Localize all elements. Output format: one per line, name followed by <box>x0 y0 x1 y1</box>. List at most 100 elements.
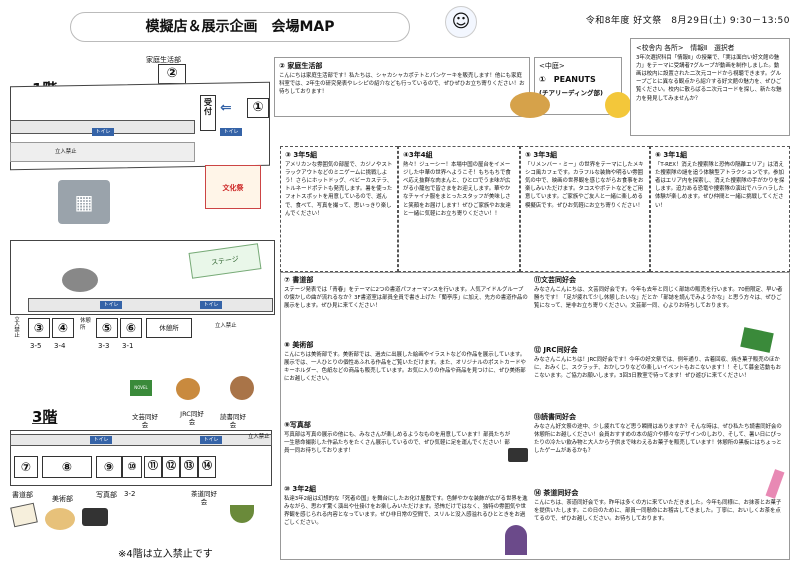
section-8-block: ⑧ 美術部 こんにちは美術部です。美術部では、過去に出展した絵画やイラストなどの… <box>284 340 528 383</box>
section-7-body: ステージ発表では「青春」をテーマに2つの書道パフォーマンスを行います。人気アイド… <box>284 287 528 310</box>
jrc-label: JRC同好会 <box>180 410 204 427</box>
section-2-body: こんにちは家庭生活部です！私たちは、シャカシャカポテトとパンケーキを販売します！… <box>279 73 525 96</box>
novel-book-icon: NOVEL <box>130 380 152 396</box>
f2-lounge-small: 休憩所 <box>80 318 91 332</box>
room-13[interactable]: ⑬ <box>180 456 198 478</box>
section-14-heading: ⑭ 茶道同好会 <box>534 489 579 497</box>
section-13-body: みなさん好文祭の途中、少し疲れてなど思う瞬間はありますか？そんな時は、ぜひ私たち… <box>534 424 782 455</box>
room-3-class: 3-5 <box>30 342 42 350</box>
reception[interactable]: 受付 <box>200 95 216 131</box>
room-7[interactable]: ⑦ <box>14 456 38 478</box>
section-13-block: ⑬読書同好会 みなさん好文祭の途中、少し疲れてなど思う瞬間はありますか？そんな時… <box>534 412 786 455</box>
section-5-heading: ⑤ 3年3組 <box>525 151 558 159</box>
courtyard-heading: <中庭> <box>539 62 565 70</box>
f1-toilet-2: トイレ <box>220 128 242 136</box>
section-12-body: みなさんこんにちは！JRC同好会です！今年の好文祭では、例年通り、古着回収、焼き… <box>534 357 781 380</box>
teddy-bear-icon <box>230 376 254 400</box>
section-11-block: ⑪文芸同好会 みなさんこんにちは、文芸同好会です。今年も去年と同じく部誌の販売を… <box>534 275 786 310</box>
section-10-block: ⑩ 3年2組 私達3年2組は幻想的な「死者の国」を舞台にしたお化け屋敷です。色鮮… <box>284 484 528 527</box>
room-2[interactable]: ② <box>158 64 186 84</box>
peanuts-sub: (チアリーディング部) <box>539 89 603 97</box>
section-4-body: 熱々！ジューシー！本場中国の屋台をイメージした中華の世界へようこそ！もちもちで食… <box>403 162 511 217</box>
section-10-heading: ⑩ 3年2組 <box>284 485 317 493</box>
room-5-class: 3-3 <box>98 342 110 350</box>
pancake-icon <box>510 92 550 118</box>
stairs-icon: ▦ <box>58 180 110 224</box>
room-4-class: 3-4 <box>54 342 66 350</box>
section-5-card: ⑤ 3年3組 「リメンバー・ミー」の世界をテーマにしたメキシコ風カフェです。カラ… <box>520 146 650 272</box>
paint-palette-icon <box>45 508 75 530</box>
floor-3-label: 3階 <box>32 408 58 426</box>
room-3-2-label: 3-2 <box>124 490 136 498</box>
room-11[interactable]: ⑪ <box>144 456 162 478</box>
floor-3-hall <box>10 434 272 446</box>
tea-bowl-icon <box>230 505 254 523</box>
ghost-icon <box>505 525 527 555</box>
section-4-card: ④3年4組 熱々！ジューシー！本場中国の屋台をイメージした中華の世界へようこそ！… <box>398 146 520 272</box>
section-12-heading: ⑫ JRC同好会 <box>534 346 578 354</box>
bungei-label: 文芸同好会 <box>132 413 158 430</box>
club-info-body: 3年次選択科目「情報Ⅱ」の授業で、「実は面白い好文館の魅力」をテーマに受講者7グ… <box>636 55 782 102</box>
section-14-block: ⑭ 茶道同好会 こんにちは、茶道同好会です。昨年は多くの方に来ていただきました。… <box>534 488 786 523</box>
room-14[interactable]: ⑭ <box>198 456 216 478</box>
f2-lounge[interactable]: 休憩所 <box>146 318 192 338</box>
club-info-card: <校舎内 各所> 情報Ⅱ 選択者 3年次選択科目「情報Ⅱ」の授業で、「実は面白い… <box>630 38 790 136</box>
sado-label: 茶道同好会 <box>191 490 217 507</box>
cookies-icon <box>176 378 200 400</box>
section-7-heading: ⑦ 書道部 <box>284 276 314 284</box>
section-2-card: ② 家庭生活部 こんにちは家庭生活部です！私たちは、シャカシャカポテトとパンケー… <box>274 57 530 117</box>
section-13-heading: ⑬読書同好会 <box>534 413 576 421</box>
section-6-body: 「T-REX！消えた捜索隊と恐怖の隔離エリア」は消えた捜索隊の謎を追う体験型アト… <box>655 162 785 209</box>
shashin-label: 写真部 <box>96 491 117 499</box>
f3-no-entry: 立入禁止 <box>248 434 270 440</box>
dokusho-label: 読書同好会 <box>220 413 246 430</box>
page-title: 模擬店＆展示企画 会場MAP <box>70 12 410 42</box>
bijutsu-label: 美術部 <box>52 495 73 503</box>
calligraphy-icon <box>10 502 38 528</box>
room-6[interactable]: ⑥ <box>120 318 142 338</box>
section-2-heading: ② 家庭生活部 <box>279 62 323 70</box>
room-9[interactable]: ⑨ <box>96 456 122 478</box>
kasei-room-label: 家庭生活部 <box>146 56 181 64</box>
section-9-heading: ⑨写真部 <box>284 421 311 429</box>
courtyard-marker-1[interactable]: ① <box>247 98 269 118</box>
section-12-block: ⑫ JRC同好会 みなさんこんにちは！JRC同好会です！今年の好文祭では、例年通… <box>534 345 786 380</box>
fair-poster-icon: 文化祭 <box>205 165 261 209</box>
section-3-body: アメリカンな雰囲気の部屋で、カジノやストラックアウトなどのミニゲームに挑戦しよう… <box>285 162 393 217</box>
section-8-body: こんにちは美術部です。美術部では、過去に出展した絵画やイラストなどの作品を展示し… <box>284 352 526 383</box>
floor-4-note: ※4階は立入禁止です <box>118 549 213 560</box>
room-10[interactable]: ⑩ <box>122 456 142 478</box>
section-8-heading: ⑧ 美術部 <box>284 341 314 349</box>
camera-icon <box>82 508 108 526</box>
turtle-icon <box>62 268 98 292</box>
arrow-icon: ⇐ <box>220 100 232 116</box>
section-6-heading: ⑥ 3年1組 <box>655 151 688 159</box>
f1-no-entry: 立入禁止 <box>55 149 77 155</box>
section-7-block: ⑦ 書道部 ステージ発表では「青春」をテーマに2つの書道パフォーマンスを行います… <box>284 275 528 310</box>
camera-small-icon <box>508 448 528 462</box>
floor-1-lower-hall <box>10 142 195 162</box>
section-5-body: 「リメンバー・ミー」の世界をテーマにしたメキシコ風カフェです。カラフルな装飾や明… <box>525 162 644 209</box>
room-5[interactable]: ⑤ <box>96 318 118 338</box>
room-4[interactable]: ④ <box>52 318 74 338</box>
f2-no-entry-left: 立入禁止 <box>13 316 20 338</box>
section-11-body: みなさんこんにちは、文芸同好会です。今年も去年と同じく部誌の販売を行います。70… <box>534 287 783 310</box>
section-4-heading: ④3年4組 <box>403 151 433 159</box>
section-11-heading: ⑪文芸同好会 <box>534 276 576 284</box>
f3-toilet-1: トイレ <box>90 436 112 444</box>
room-3[interactable]: ③ <box>28 318 50 338</box>
section-6-card: ⑥ 3年1組 「T-REX！消えた捜索隊と恐怖の隔離エリア」は消えた捜索隊の謎を… <box>650 146 790 272</box>
club-info-heading: <校舎内 各所> 情報Ⅱ 選択者 <box>636 44 735 52</box>
room-8[interactable]: ⑧ <box>42 456 92 478</box>
peanuts-title: ① PEANUTS <box>539 75 596 84</box>
mascot-icon: ☺ <box>445 6 477 38</box>
f3-toilet-2: トイレ <box>200 436 222 444</box>
section-3-heading: ③ 3年5組 <box>285 151 318 159</box>
f2-toilet-1: トイレ <box>100 301 122 309</box>
bottom-panel <box>280 272 790 560</box>
f2-no-entry: 立入禁止 <box>215 323 237 329</box>
room-12[interactable]: ⑫ <box>162 456 180 478</box>
event-date: 令和8年度 好文祭 8月29日(土) 9:30－13:50 <box>585 16 790 26</box>
f2-toilet-2: トイレ <box>200 301 222 309</box>
room-6-class: 3-1 <box>122 342 134 350</box>
